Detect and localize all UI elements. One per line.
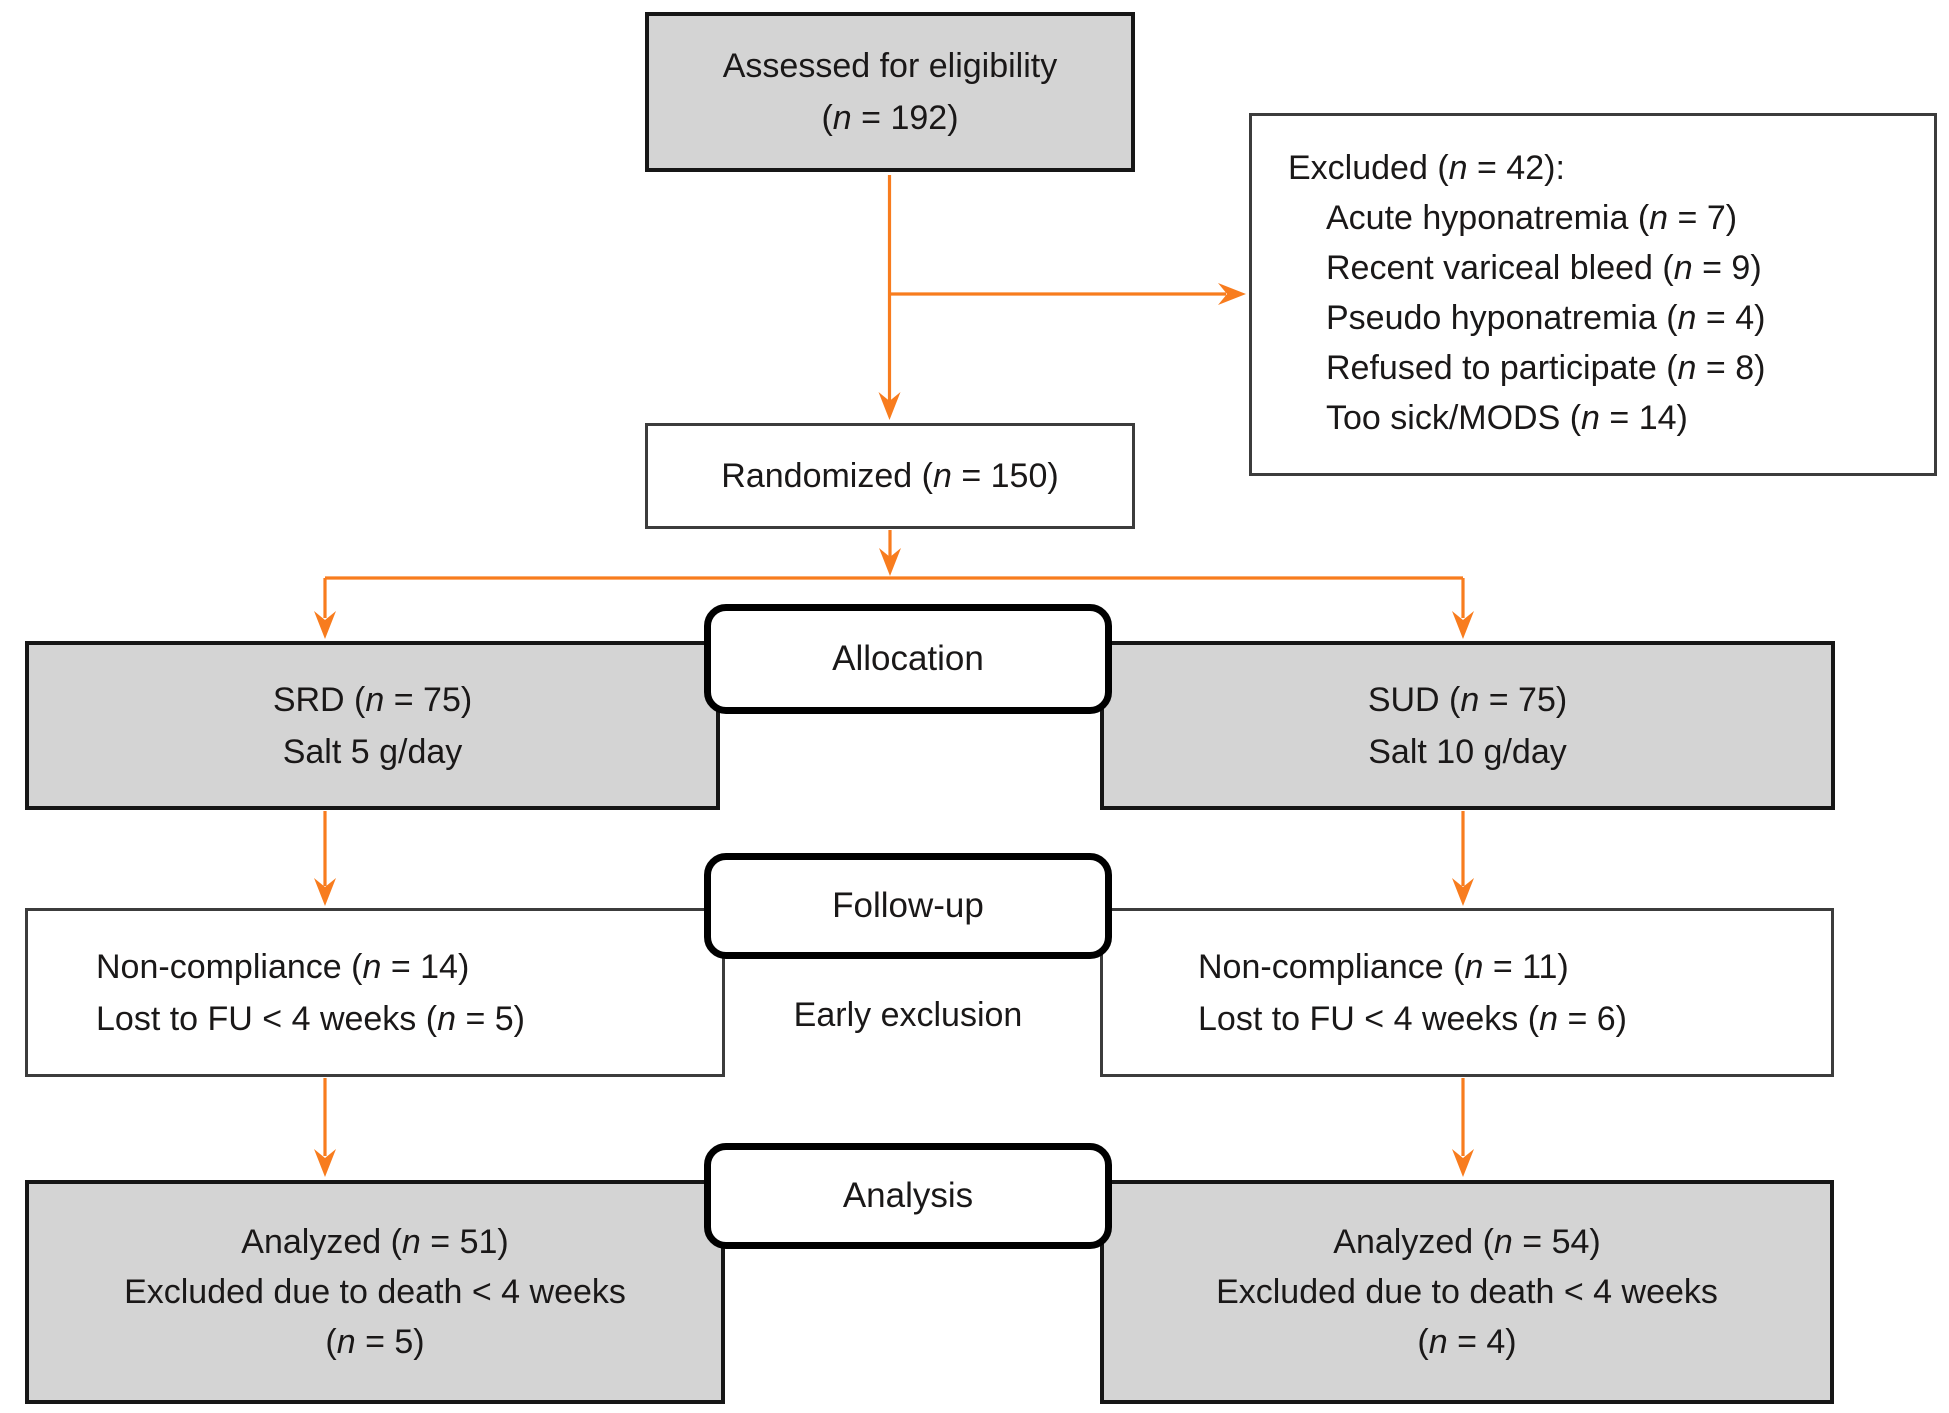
excluded-item-3: Pseudo hyponatremia (n = 4) (1326, 299, 1766, 337)
excluded-item-2: Recent variceal bleed (n = 9) (1326, 249, 1762, 287)
arrow-assessed-to-randomized-head (878, 392, 901, 420)
analysis-left-box: Analyzed (n = 51) Excluded due to death … (25, 1180, 725, 1404)
followup-left-box: Non-compliance (n = 14) Lost to FU < 4 w… (25, 908, 725, 1077)
arrow-branch-to-sud-head (1452, 611, 1474, 639)
followup-right-line-1: Non-compliance (n = 11) (1198, 947, 1569, 986)
assessed-line-2: (n = 192) (821, 99, 959, 137)
assessed-line-1: Assessed for eligibility (722, 47, 1058, 85)
analysis-left-line-2: Excluded due to death < 4 weeks (124, 1273, 626, 1311)
stage-followup-label: Follow-up (832, 886, 984, 925)
arrow-sud-to-fu-head (1452, 878, 1474, 906)
analysis-right-box: Analyzed (n = 54) Excluded due to death … (1100, 1180, 1834, 1404)
arrow-srd-to-fu-head (314, 878, 336, 906)
followup-left-line-1: Non-compliance (n = 14) (96, 947, 470, 986)
srd-line-2: Salt 5 g/day (282, 732, 463, 771)
followup-left-line-2: Lost to FU < 4 weeks (n = 5) (96, 999, 525, 1038)
sud-box: SUD (n = 75) Salt 10 g/day (1100, 641, 1835, 810)
sud-line-2: Salt 10 g/day (1368, 732, 1567, 771)
stage-analysis-label: Analysis (842, 1176, 974, 1215)
stage-allocation-label: Allocation (832, 639, 984, 678)
analysis-left-line-1: Analyzed (n = 51) (241, 1223, 509, 1261)
arrow-randomized-down-head (879, 548, 901, 576)
arrow-fu-to-analysis-right-head (1452, 1149, 1474, 1177)
early-exclusion-label: Early exclusion (793, 996, 1023, 1034)
followup-right-line-2: Lost to FU < 4 weeks (n = 6) (1198, 999, 1627, 1038)
assessed-box: Assessed for eligibility (n = 192) (645, 12, 1135, 172)
analysis-right-line-1: Analyzed (n = 54) (1333, 1223, 1601, 1261)
sud-line-1: SUD (n = 75) (1367, 680, 1568, 719)
analysis-left-line-3: (n = 5) (325, 1323, 425, 1361)
excluded-box: Excluded (n = 42): Acute hyponatremia (n… (1249, 113, 1937, 476)
randomized-label: Randomized (n = 150) (721, 457, 1059, 495)
stage-allocation: Allocation (704, 604, 1112, 714)
arrow-to-excluded-head (1218, 283, 1246, 305)
excluded-item-1: Acute hyponatremia (n = 7) (1326, 199, 1738, 237)
arrow-fu-to-analysis-left-head (314, 1149, 336, 1177)
srd-box: SRD (n = 75) Salt 5 g/day (25, 641, 720, 810)
excluded-item-4: Refused to participate (n = 8) (1326, 349, 1766, 387)
randomized-box: Randomized (n = 150) (645, 423, 1135, 529)
stage-analysis: Analysis (704, 1143, 1112, 1249)
arrow-branch-to-srd-head (314, 611, 336, 639)
followup-right-box: Non-compliance (n = 11) Lost to FU < 4 w… (1100, 908, 1834, 1077)
analysis-right-line-3: (n = 4) (1417, 1323, 1517, 1361)
stage-followup: Follow-up (704, 853, 1112, 959)
srd-line-1: SRD (n = 75) (272, 680, 473, 719)
excluded-item-5: Too sick/MODS (n = 14) (1326, 399, 1688, 437)
excluded-title: Excluded (n = 42): (1288, 149, 1565, 187)
analysis-right-line-2: Excluded due to death < 4 weeks (1216, 1273, 1718, 1311)
